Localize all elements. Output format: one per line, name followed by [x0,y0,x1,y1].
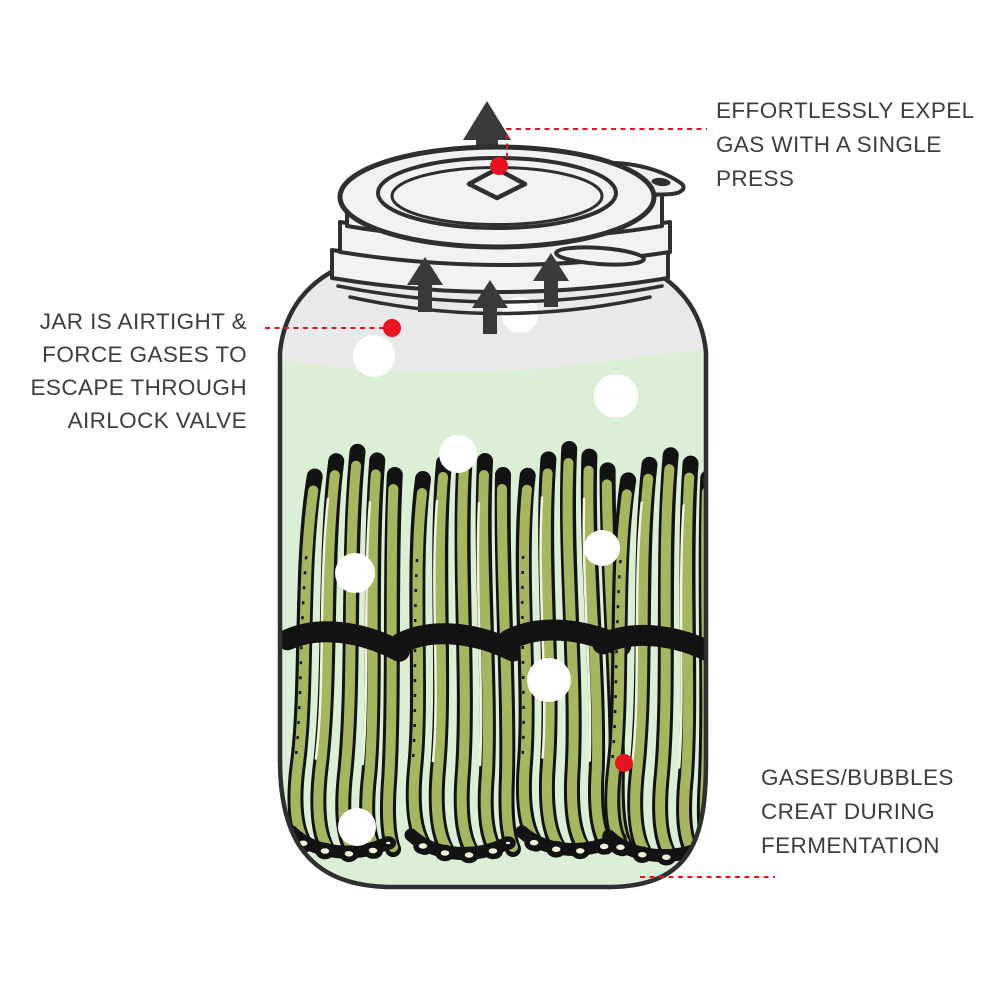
gas-arrows-neck [407,253,569,334]
marker-dot-expel [490,157,508,175]
callout-text-line: AIRLOCK VALVE [67,408,247,433]
callout-expel: EFFORTLESSLY EXPEL GAS WITH A SINGLE PRE… [716,94,1000,196]
lid-tab-hole [651,177,671,187]
airlock-lid [337,144,686,250]
callout-text-line: FERMENTATION [761,833,940,858]
leader-line-expel [506,128,707,158]
gas-arrow-icon [533,253,569,307]
jar-outline [277,259,709,890]
callout-text-line: EFFORTLESSLY EXPEL [716,98,975,123]
callout-text-line: ESCAPE THROUGH [30,375,247,400]
gas-bubbles [335,297,638,846]
marker-dot-gases [615,754,633,772]
callout-text-line: PRESS [716,166,795,191]
gas-arrow-top-icon [463,101,511,156]
callout-leaders [261,128,775,878]
callout-text-line: FORCE GASES TO [42,342,247,367]
gas-arrow-icon [407,257,443,312]
callout-text-line: GASES/BUBBLES [761,765,954,790]
callout-text-line: GAS WITH A SINGLE [716,132,942,157]
marker-dot-airtight [383,319,401,337]
gas-arrow-icon [472,280,508,334]
callout-gases: GASES/BUBBLES CREAT DURING FERMENTATION [761,761,1000,863]
callout-text-line: JAR IS AIRTIGHT & [39,309,247,334]
callout-text-line: CREAT DURING [761,799,935,824]
airlock-valve-icon [466,166,528,201]
callout-airtight: JAR IS AIRTIGHT & FORCE GASES TO ESCAPE … [8,305,247,437]
